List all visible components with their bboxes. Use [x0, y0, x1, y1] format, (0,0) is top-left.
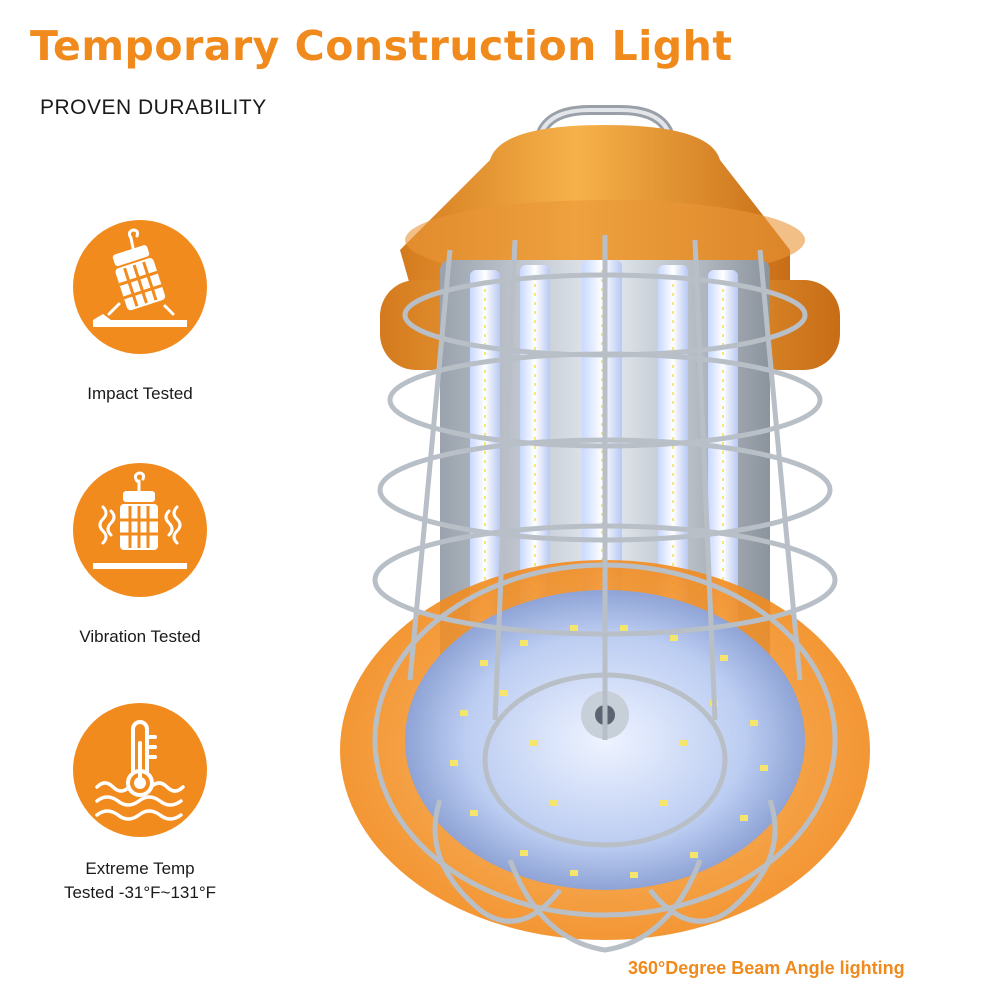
product-image [320, 100, 1000, 970]
beam-angle-caption: 360°Degree Beam Angle lighting [628, 958, 905, 978]
feature-vibration-label: Vibration Tested [79, 627, 201, 646]
feature-extreme-temp-label-line1: Extreme Temp [85, 859, 195, 878]
page-subtitle: PROVEN DURABILITY [40, 96, 267, 119]
feature-extreme-temp-label: Extreme Temp Tested -31°F~131°F [40, 857, 240, 905]
feature-extreme-temp: Extreme Temp Tested -31°F~131°F [40, 703, 240, 905]
feature-impact-label: Impact Tested [87, 384, 193, 403]
feature-extreme-temp-label-line2: Tested -31°F~131°F [63, 883, 217, 902]
impact-hanging-light-icon [73, 220, 207, 354]
feature-vibration: Vibration Tested [40, 463, 240, 649]
thermometer-heat-icon [73, 703, 207, 837]
page-title: Temporary Construction Light [30, 22, 733, 70]
vibration-hanging-light-icon [73, 463, 207, 597]
feature-impact: Impact Tested [40, 220, 240, 406]
